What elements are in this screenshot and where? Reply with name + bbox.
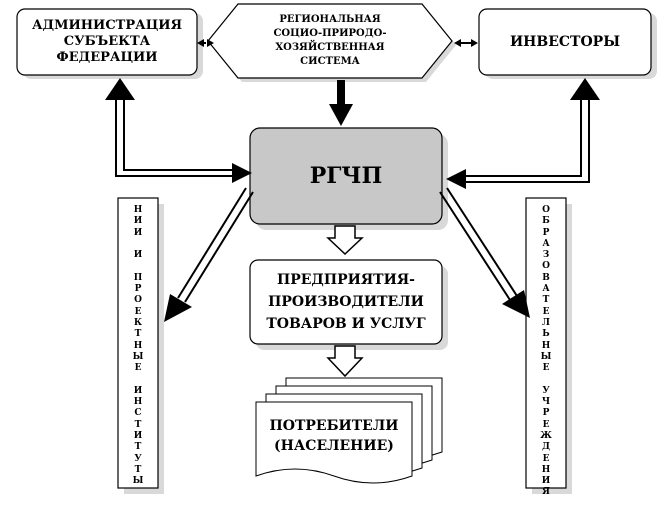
education-box	[525, 197, 567, 489]
arrow-region-center	[329, 80, 353, 126]
arrow-center-enterprises	[326, 225, 364, 256]
admin-label: АДМИНИСТРАЦИЯ СУБЪЕКТА ФЕДЕРАЦИИ	[31, 18, 183, 65]
arrow-center-research	[177, 187, 254, 303]
consumers-document-stack	[255, 377, 443, 484]
arrow-admin-region	[197, 39, 214, 47]
arrow-region-investors	[454, 39, 478, 47]
region-label: РЕГИОНАЛЬНАЯ СОЦИО-ПРИРОДО- ХОЗЯЙСТВЕННА…	[273, 14, 387, 67]
arrow-enterprises-consumers	[326, 345, 364, 378]
center-box	[249, 127, 443, 225]
enterprises-label: ПРЕДПРИЯТИЯ- ПРОИЗВОДИТЕЛИ ТОВАРОВ И УСЛ…	[266, 272, 426, 332]
arrow-investors-center	[462, 96, 590, 183]
research-box	[117, 197, 159, 489]
investors-label: ИНВЕСТОРЫ	[509, 34, 621, 50]
consumers-label: ПОТРЕБИТЕЛИ (НАСЕЛЕНИЕ)	[269, 418, 399, 454]
investors-box	[478, 8, 652, 76]
education-label: О Б Р А З О В А Т Е Л Ь Н Ы Е У Ч Р Е Ж …	[540, 205, 552, 498]
center-label: РГЧП	[309, 163, 383, 189]
admin-box	[16, 8, 198, 76]
arrow-center-education	[439, 187, 518, 301]
enterprises-box	[249, 259, 443, 345]
research-label: Н И И И П Р О Е К Т Н Ы Е И Н С Т И Т У …	[132, 205, 144, 487]
arrow-admin-center	[115, 96, 236, 177]
